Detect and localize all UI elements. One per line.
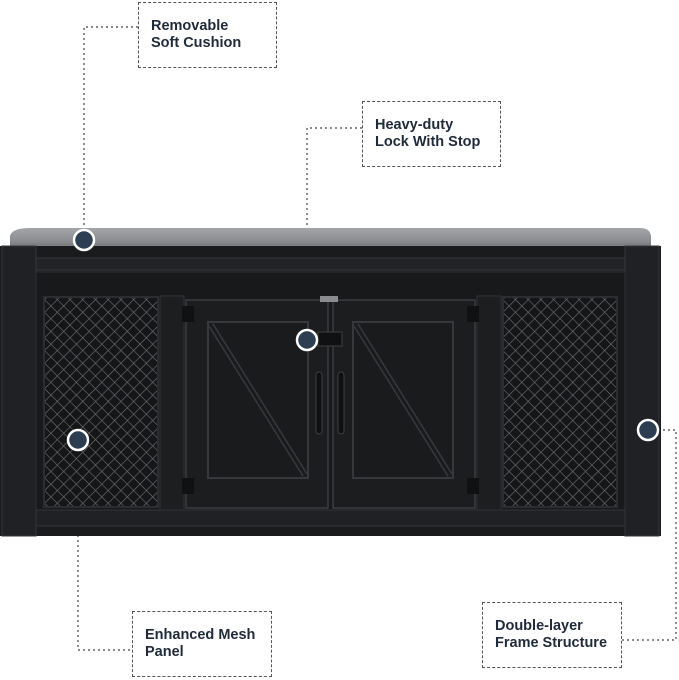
- mesh-marker: [66, 428, 90, 452]
- mesh-callout-line1: Enhanced Mesh: [145, 627, 256, 643]
- lock-callout-line2: Lock With Stop: [375, 134, 481, 150]
- frame-callout-line1: Double-layer: [495, 618, 583, 634]
- lock-marker: [295, 328, 319, 352]
- cushion-callout: Removable Soft Cushion: [138, 2, 277, 68]
- lock-callout-line1: Heavy-duty: [375, 117, 454, 133]
- frame-marker: [636, 418, 660, 442]
- mesh-callout-line2: Panel: [145, 644, 184, 660]
- cushion-callout-line2: Soft Cushion: [151, 35, 242, 51]
- mesh-panels: [43, 296, 618, 508]
- frame-callout: Double-layer Frame Structure: [482, 602, 622, 668]
- cushion-marker: [72, 228, 96, 252]
- frame-leader: [622, 429, 677, 641]
- cushion-callout-line1: Removable: [151, 18, 229, 34]
- mesh-callout: Enhanced Mesh Panel: [132, 611, 272, 677]
- right-mesh-panel: [502, 296, 618, 508]
- left-mesh-panel: [43, 296, 159, 508]
- lock-callout: Heavy-duty Lock With Stop: [362, 101, 501, 167]
- frame-callout-line2: Frame Structure: [495, 635, 608, 651]
- cushion-leader: [83, 26, 138, 240]
- callout-markers: [66, 228, 660, 452]
